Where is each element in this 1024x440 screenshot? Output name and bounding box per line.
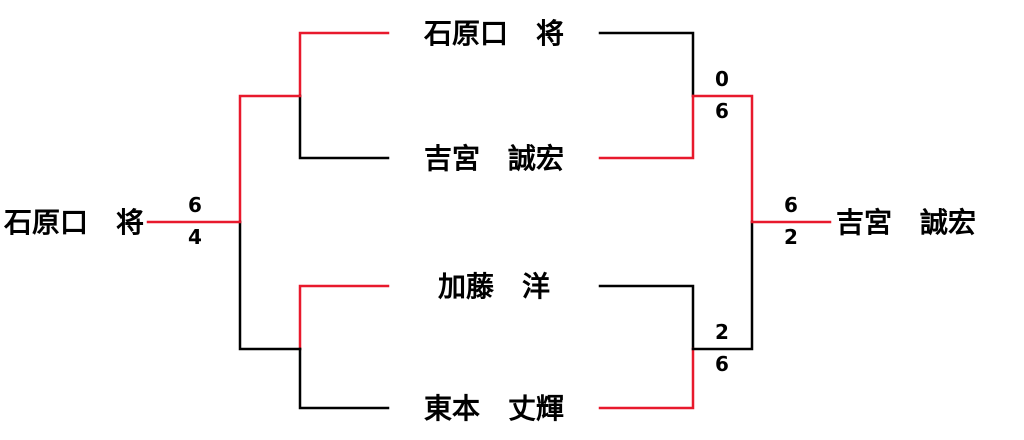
right-champion-name: 吉宮 誠宏	[836, 206, 976, 239]
right-line-b	[598, 94, 695, 160]
left-semi-lower	[238, 220, 302, 351]
score-right-final-upper: 6	[784, 193, 798, 217]
player-name-d: 東本 丈輝	[424, 392, 564, 425]
right-line-c	[598, 284, 695, 351]
right-line-a	[598, 31, 695, 98]
score-right-top-lower: 6	[715, 99, 729, 123]
left-champion-name: 石原口 将	[3, 206, 144, 239]
score-right-bottom-upper: 2	[715, 320, 729, 344]
score-left-final-upper: 6	[188, 193, 202, 217]
right-bracket	[598, 31, 832, 410]
right-semi-upper	[691, 94, 754, 224]
left-line-b	[298, 94, 390, 160]
left-line-a	[298, 31, 390, 98]
score-left-final-lower: 4	[188, 225, 202, 249]
right-semi-lower	[691, 220, 754, 351]
left-line-d	[298, 347, 390, 410]
left-semi-upper	[238, 94, 302, 224]
score-right-bottom-lower: 6	[715, 352, 729, 376]
player-name-c: 加藤 洋	[438, 270, 550, 303]
left-bracket	[146, 31, 390, 410]
player-name-a: 石原口 将	[423, 17, 564, 50]
left-line-c	[298, 284, 390, 351]
right-line-d	[598, 347, 695, 410]
score-right-final-lower: 2	[784, 225, 798, 249]
player-name-b: 吉宮 誠宏	[424, 142, 564, 175]
score-right-top-upper: 0	[715, 67, 729, 91]
